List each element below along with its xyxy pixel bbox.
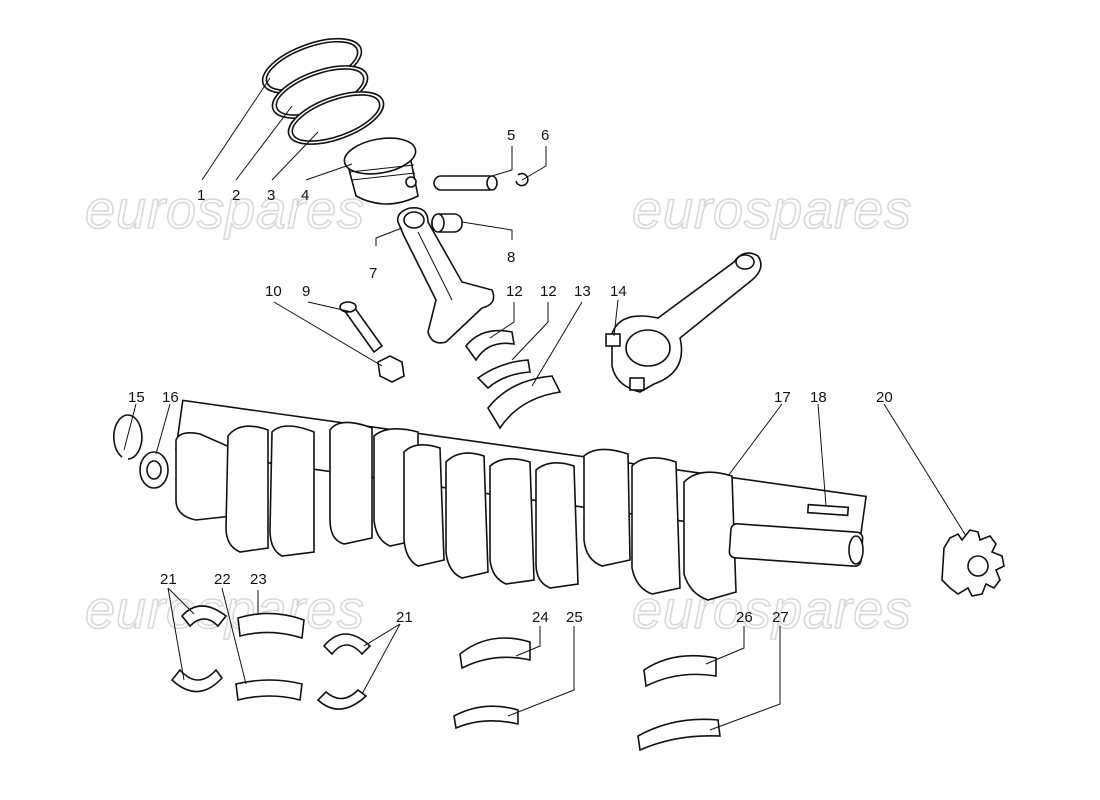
connecting-rod (396, 206, 495, 344)
rod-bolt (339, 301, 384, 354)
main-bearing-shells-26-27 (637, 654, 721, 752)
callout-12b: 12 (540, 283, 557, 300)
piston-pin (433, 175, 498, 191)
callout-18: 18 (810, 389, 827, 406)
watermark-top-left: eurospares (85, 180, 365, 240)
callout-14: 14 (610, 283, 627, 300)
callout-5: 5 (507, 127, 515, 144)
leader-lines (123, 77, 967, 731)
callout-21a: 21 (160, 571, 177, 588)
crankshaft (174, 399, 868, 601)
callout-2: 2 (232, 187, 240, 204)
callout-24: 24 (532, 609, 549, 626)
woodruff-key (806, 503, 850, 517)
main-bearing-shells-24-25 (453, 637, 531, 730)
callout-8: 8 (507, 249, 515, 266)
assembled-connecting-rod (605, 252, 762, 393)
callout-labels: 1 2 3 4 5 6 7 8 9 10 12 12 13 14 15 16 1… (128, 127, 893, 626)
rod-nut (377, 355, 405, 383)
watermark-top-right: eurospares (632, 180, 912, 240)
callout-27: 27 (772, 609, 789, 626)
callout-17: 17 (774, 389, 791, 406)
big-end-shells (464, 329, 562, 430)
callout-15: 15 (128, 389, 145, 406)
pilot-bearing (139, 451, 169, 489)
callout-26: 26 (736, 609, 753, 626)
main-bearing-shells-22-23 (235, 612, 305, 702)
callout-9: 9 (302, 283, 310, 300)
watermark-bottom-right: eurospares (632, 580, 912, 640)
thrust-washers-right (316, 633, 372, 710)
callout-21b: 21 (396, 609, 413, 626)
piston-rings (261, 37, 385, 145)
thrust-washers-left (170, 605, 228, 693)
callout-7: 7 (369, 265, 377, 282)
small-end-bush (431, 213, 463, 233)
callout-20: 20 (876, 389, 893, 406)
watermark-group: eurospares eurospares eurospares eurospa… (84, 179, 912, 641)
callout-1: 1 (197, 187, 205, 204)
callout-13: 13 (574, 283, 591, 300)
timing-gear (941, 529, 1005, 597)
callout-4: 4 (301, 187, 309, 204)
callout-6: 6 (541, 127, 549, 144)
watermark-bottom-left: eurospares (85, 580, 365, 640)
piston (343, 137, 419, 205)
callout-25: 25 (566, 609, 583, 626)
callout-22: 22 (214, 571, 231, 588)
callout-10: 10 (265, 283, 282, 300)
callout-16: 16 (162, 389, 179, 406)
callout-23: 23 (250, 571, 267, 588)
callout-12a: 12 (506, 283, 523, 300)
callout-3: 3 (267, 187, 275, 204)
